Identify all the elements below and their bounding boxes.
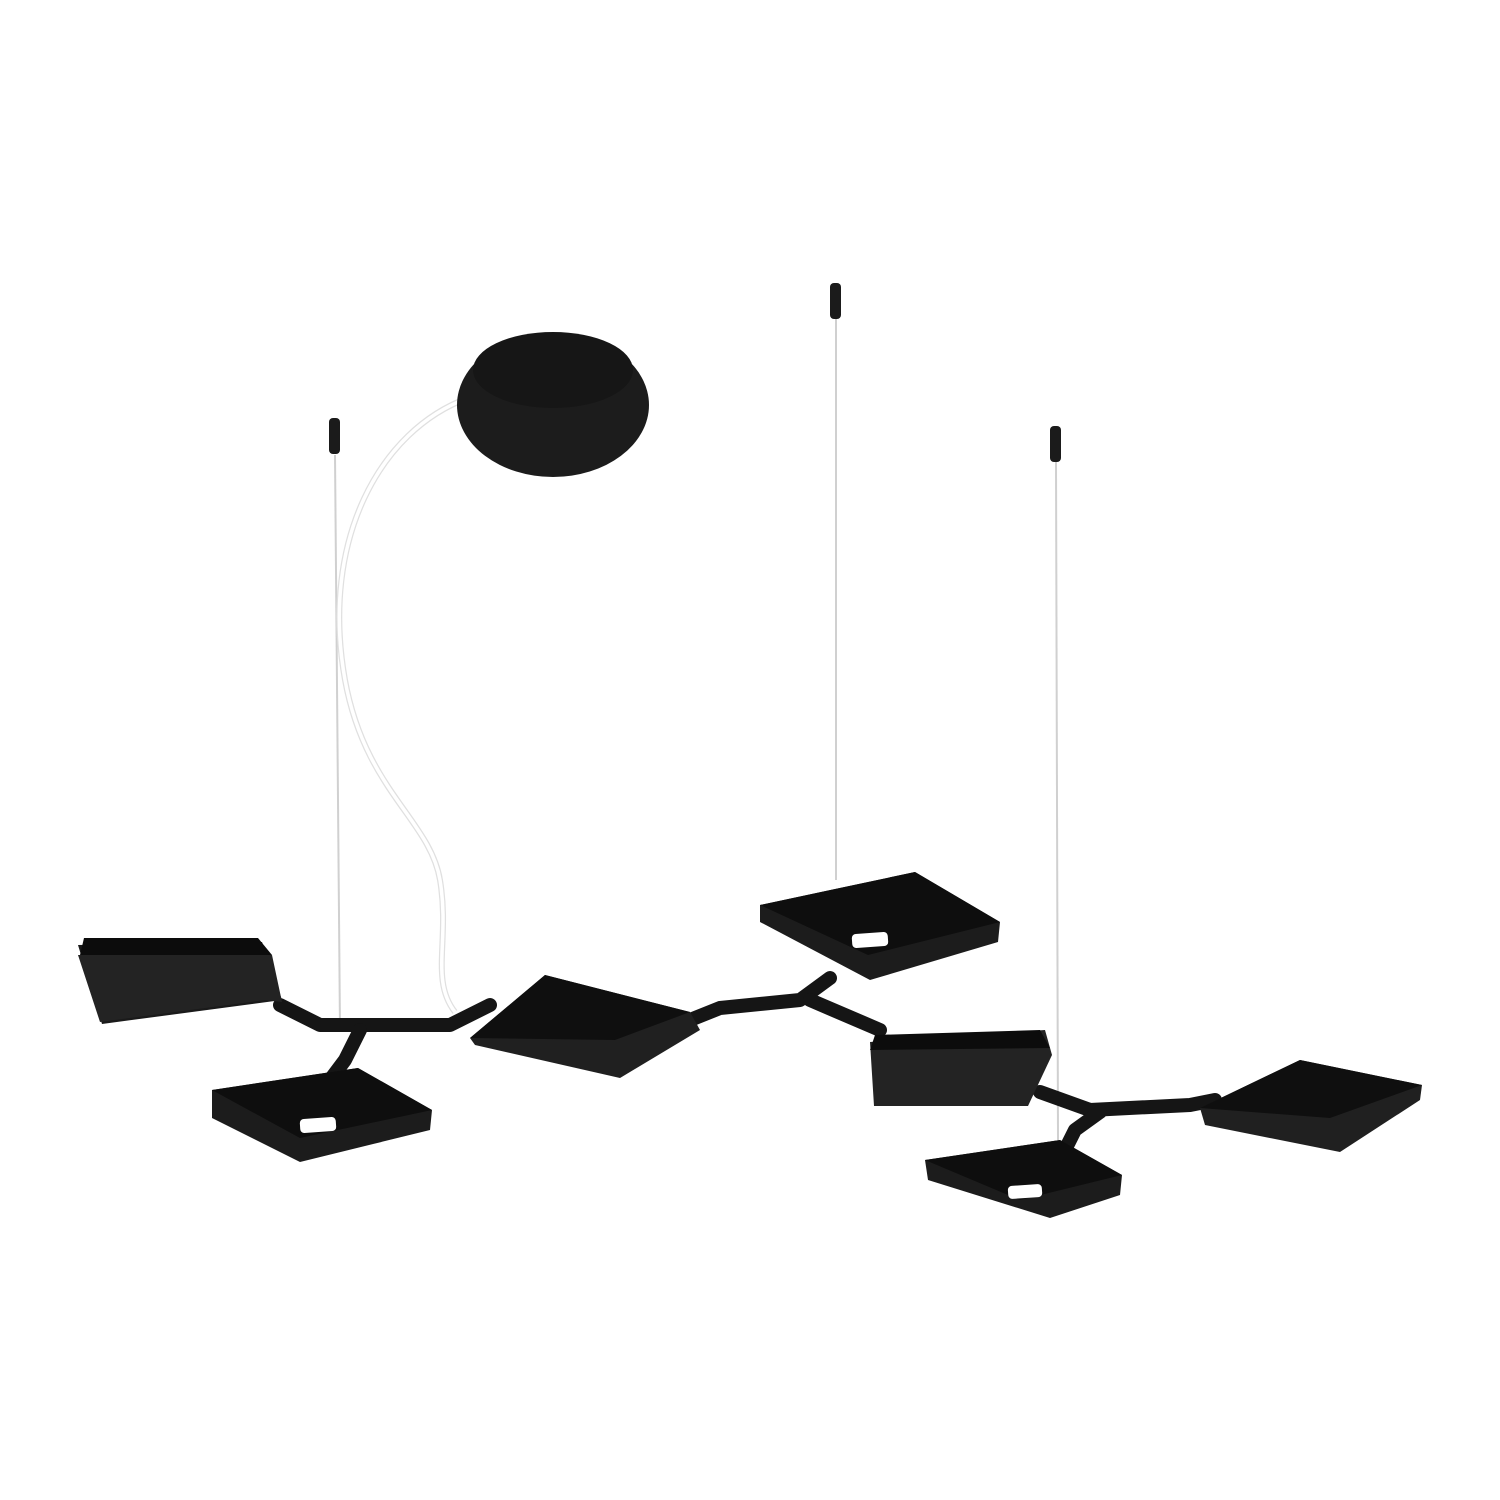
suspension-hook-left-icon [329,418,340,454]
branch-arms [273,971,1222,1157]
led-window-lower-right [1007,1184,1043,1199]
suspension-hook-right-icon [1050,426,1061,462]
branch-arm-main-right [1033,1085,1222,1117]
branch-arm-main-middle [683,971,837,1027]
lamp-panel-far-right [1200,1060,1422,1152]
branch-arm-middle-right [803,993,887,1037]
branch-arm-main-left [273,998,497,1032]
lamp-panels [78,872,1422,1218]
suspension-wire-right [1055,461,1059,1141]
ceiling-canopy [457,332,649,477]
power-cable [336,395,470,1014]
lamp-panel-lower-right [925,1140,1122,1218]
suspension-hooks [329,283,1061,462]
lamp-panel-center [470,975,700,1078]
lamp-panel-lower-left [212,1068,432,1162]
power-cable-core [337,396,469,1014]
lamp-panel-upper-right [760,872,1000,980]
lamp-panel-middle-right [870,1030,1052,1106]
suspension-wires [334,318,1059,1141]
led-window-lower-left [299,1117,337,1133]
led-window-upper-right [851,932,889,948]
branch-arm-down-right [1058,1105,1107,1157]
suspension-wire-left [334,454,341,1031]
suspension-hook-middle-icon [830,283,841,319]
lamp-panel-far-left [78,938,282,1024]
